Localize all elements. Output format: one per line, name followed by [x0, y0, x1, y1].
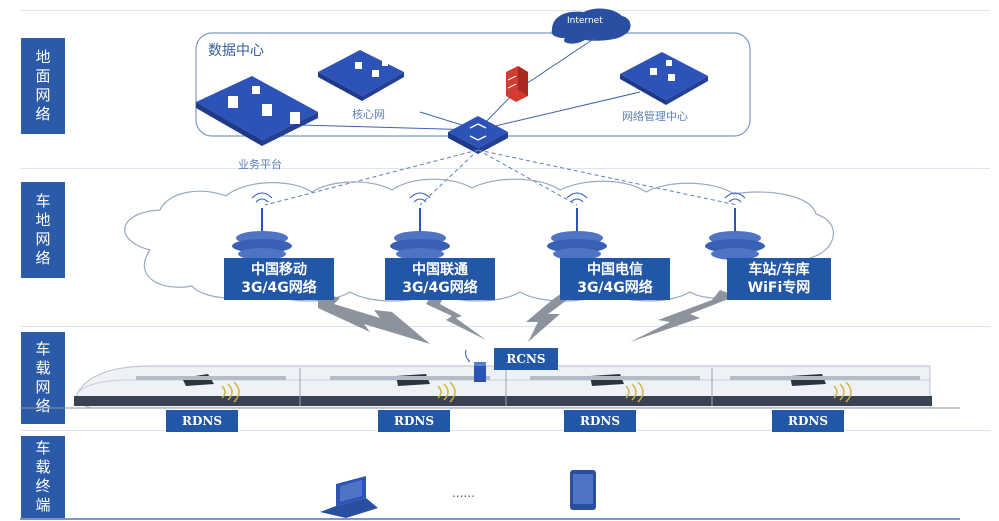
layer-label-train-ground: 车地网络 — [21, 182, 65, 278]
network-box-line1: 中国电信 — [587, 262, 643, 278]
rcns-box: RCNS — [494, 348, 558, 370]
network-box-line2: 3G/4G网络 — [577, 280, 653, 296]
internet-label: Internet — [567, 16, 603, 26]
terminal-ellipsis: ...... — [452, 486, 475, 500]
data-center-title: 数据中心 — [208, 43, 264, 59]
nms-icon — [620, 52, 708, 105]
nms-label: 网络管理中心 — [622, 110, 688, 123]
firewall-icon — [506, 66, 528, 102]
train-icon — [20, 365, 960, 409]
tower-icon-3 — [547, 192, 607, 260]
network-box-wifi: 车站/车库 WiFi专网 — [727, 258, 831, 300]
network-box-unicom: 中国联通 3G/4G网络 — [385, 258, 495, 300]
network-box-line2: 3G/4G网络 — [241, 280, 317, 296]
signal-bolt-4 — [630, 290, 736, 342]
network-box-line2: WiFi专网 — [747, 280, 811, 296]
wifi-signal-4 — [833, 381, 852, 403]
layer-divider-1 — [20, 168, 990, 169]
rcns-device-icon — [465, 349, 486, 382]
rdns-box: RDNS — [564, 410, 636, 432]
network-box-telecom: 中国电信 3G/4G网络 — [560, 258, 670, 300]
top-divider — [20, 10, 990, 11]
wifi-signal-3 — [625, 381, 644, 403]
signal-bolt-2 — [426, 294, 486, 340]
internet-cloud-icon — [551, 8, 631, 44]
wifi-signal-1 — [221, 381, 240, 403]
rdns-box: RDNS — [772, 410, 844, 432]
core-network-icon — [318, 50, 404, 101]
laptop-icon — [320, 476, 378, 518]
tower-icon-2 — [390, 192, 450, 260]
rdns-box: RDNS — [378, 410, 450, 432]
business-platform-label: 业务平台 — [238, 158, 282, 171]
wireless-cloud — [124, 178, 834, 302]
business-platform-icon — [196, 76, 318, 146]
switch-icon — [448, 116, 508, 154]
layer-label-ground: 地面网络 — [21, 38, 65, 134]
layer-divider-2 — [20, 326, 990, 327]
tower-icon-4 — [705, 192, 765, 260]
network-box-cmcc: 中国移动 3G/4G网络 — [224, 258, 334, 300]
tower-icon-1 — [232, 192, 292, 260]
network-box-line2: 3G/4G网络 — [402, 280, 478, 296]
network-box-line1: 中国移动 — [251, 262, 307, 278]
wifi-signal-2 — [437, 381, 456, 403]
rdns-box: RDNS — [166, 410, 238, 432]
network-box-line1: 中国联通 — [412, 262, 468, 278]
signal-bolt-1 — [318, 292, 430, 344]
layer-label-terminal: 车载终端 — [21, 436, 65, 518]
layer-divider-3 — [20, 430, 990, 431]
core-network-label: 核心网 — [352, 108, 385, 121]
tablet-icon — [570, 470, 596, 510]
network-box-line1: 车站/车库 — [748, 262, 810, 278]
layer-label-onboard: 车载网络 — [21, 332, 65, 424]
signal-bolt-3 — [526, 290, 578, 342]
